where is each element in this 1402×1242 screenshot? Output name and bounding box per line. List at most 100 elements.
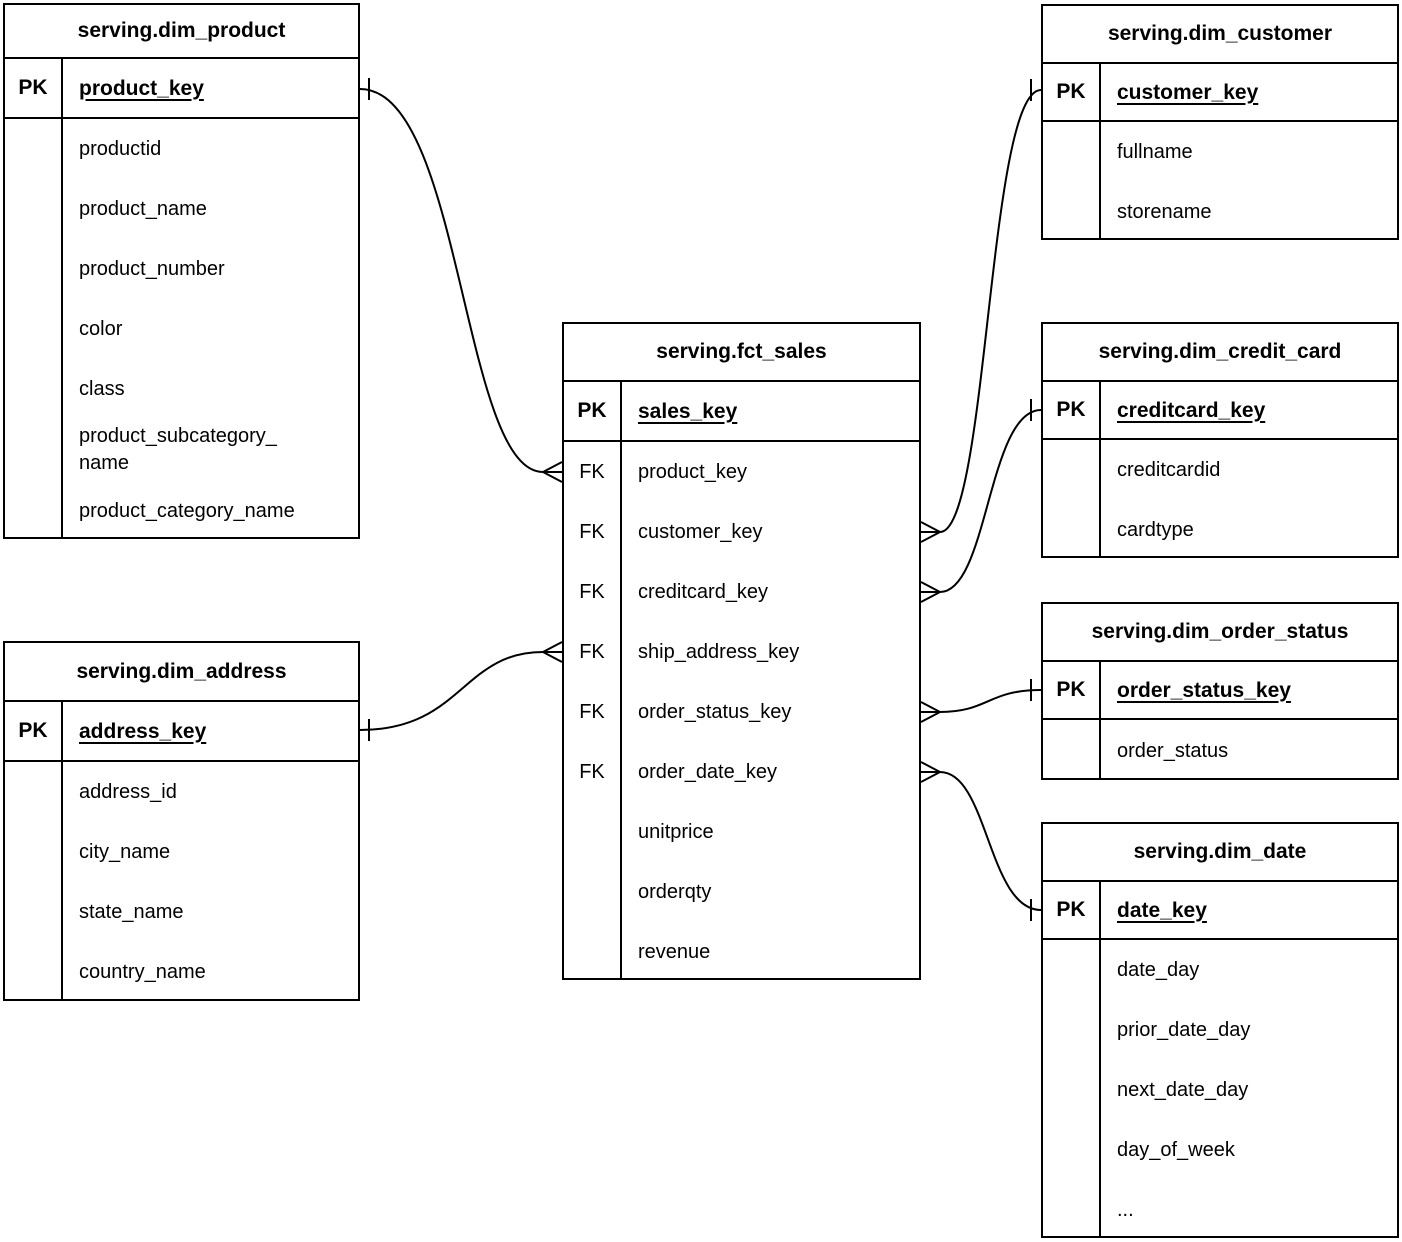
column-name: address_id — [79, 780, 177, 803]
pk-column-name: order_status_key — [1117, 678, 1291, 702]
key-cell-empty — [1043, 1060, 1101, 1120]
relationship-date-sales — [920, 761, 1042, 921]
column-row: FK product_key — [564, 442, 919, 502]
pk-row: PK customer_key — [1043, 64, 1397, 122]
key-cell-empty — [5, 359, 63, 419]
pk-row: PK product_key — [5, 59, 358, 119]
key-cell-empty — [1043, 182, 1101, 238]
column-row: country_name — [5, 942, 358, 999]
key-cell-empty — [564, 922, 622, 978]
column-row: orderqty — [564, 862, 919, 922]
pk-badge: PK — [564, 382, 622, 440]
column-name: cardtype — [1117, 518, 1194, 541]
fk-badge: FK — [564, 562, 622, 622]
pk-row: PK sales_key — [564, 382, 919, 442]
key-cell-empty — [1043, 500, 1101, 556]
column-row: prior_date_day — [1043, 1000, 1397, 1060]
column-name: revenue — [638, 940, 711, 963]
relationship-customer-sales — [920, 79, 1042, 543]
column-name: order_date_key — [638, 760, 777, 783]
pk-badge: PK — [5, 59, 63, 117]
key-cell-empty — [5, 299, 63, 359]
wire — [921, 771, 1042, 911]
column-name: unitprice — [638, 820, 714, 843]
column-row: state_name — [5, 882, 358, 942]
column-name: storename — [1117, 200, 1212, 223]
crow-foot-many-icon — [542, 641, 563, 663]
column-name: country_name — [79, 960, 206, 983]
pk-column-name: customer_key — [1117, 80, 1259, 104]
crow-foot-many-icon — [920, 521, 941, 543]
column-row: productid — [5, 119, 358, 179]
table-title: serving.dim_address — [5, 643, 358, 702]
column-name: fullname — [1117, 140, 1193, 163]
column-name: class — [79, 377, 125, 400]
fk-badge: FK — [564, 502, 622, 562]
column-name: prior_date_day — [1117, 1018, 1251, 1041]
wire — [921, 89, 1042, 533]
column-row: creditcardid — [1043, 440, 1397, 500]
column-name: ... — [1117, 1198, 1134, 1221]
column-name: order_status_key — [638, 700, 792, 723]
table-title: serving.dim_date — [1043, 824, 1397, 882]
column-name: product_number — [79, 257, 225, 280]
column-name: order_status — [1117, 739, 1229, 762]
key-cell-empty — [5, 942, 63, 999]
column-name: product_key — [638, 460, 747, 483]
pk-row: PK date_key — [1043, 882, 1397, 940]
key-cell-empty — [5, 762, 63, 822]
column-name: product_subcategory_ name — [79, 425, 277, 474]
key-cell-empty — [1043, 1180, 1101, 1236]
key-cell-empty — [1043, 720, 1101, 778]
key-cell-empty — [1043, 940, 1101, 1000]
table-fct-sales: serving.fct_sales PK sales_key FK produc… — [562, 322, 921, 980]
wire — [359, 651, 562, 731]
pk-row: PK order_status_key — [1043, 662, 1397, 720]
table-dim-product: serving.dim_product PK product_key produ… — [3, 3, 360, 539]
pk-row: PK address_key — [5, 702, 358, 762]
pk-column-name: address_key — [79, 719, 207, 743]
column-row: color — [5, 299, 358, 359]
column-row: next_date_day — [1043, 1060, 1397, 1120]
key-cell-empty — [564, 802, 622, 862]
column-row: product_category_name — [5, 481, 358, 537]
column-row: day_of_week — [1043, 1120, 1397, 1180]
column-row: order_status — [1043, 720, 1397, 778]
table-dim-credit-card: serving.dim_credit_card PK creditcard_ke… — [1041, 322, 1399, 558]
key-cell-empty — [5, 481, 63, 537]
column-row: FK ship_address_key — [564, 622, 919, 682]
column-row: cardtype — [1043, 500, 1397, 556]
wire — [359, 88, 562, 473]
fk-badge: FK — [564, 682, 622, 742]
crow-foot-many-icon — [542, 461, 563, 483]
column-row: FK customer_key — [564, 502, 919, 562]
pk-badge: PK — [1043, 662, 1101, 718]
key-cell-empty — [1043, 1120, 1101, 1180]
column-row: date_day — [1043, 940, 1397, 1000]
pk-badge: PK — [1043, 382, 1101, 438]
column-row: FK order_date_key — [564, 742, 919, 802]
key-cell-empty — [1043, 1000, 1101, 1060]
column-name: creditcardid — [1117, 458, 1221, 481]
table-title: serving.dim_product — [5, 5, 358, 59]
key-cell-empty — [1043, 440, 1101, 500]
column-row: ... — [1043, 1180, 1397, 1236]
column-name: product_category_name — [79, 499, 295, 522]
crow-foot-many-icon — [920, 701, 941, 723]
column-row: unitprice — [564, 802, 919, 862]
table-dim-customer: serving.dim_customer PK customer_key ful… — [1041, 4, 1399, 240]
crow-foot-many-icon — [920, 581, 941, 603]
key-cell-empty — [5, 179, 63, 239]
pk-column-name: creditcard_key — [1117, 398, 1266, 422]
table-title: serving.dim_order_status — [1043, 604, 1397, 662]
wire — [921, 689, 1042, 713]
column-row: fullname — [1043, 122, 1397, 182]
key-cell-empty — [5, 119, 63, 179]
relationship-product-sales — [359, 78, 563, 483]
key-cell-empty — [5, 239, 63, 299]
key-cell-empty — [5, 882, 63, 942]
table-dim-date: serving.dim_date PK date_key date_day pr… — [1041, 822, 1399, 1238]
column-name: productid — [79, 137, 162, 160]
column-name: day_of_week — [1117, 1138, 1235, 1161]
